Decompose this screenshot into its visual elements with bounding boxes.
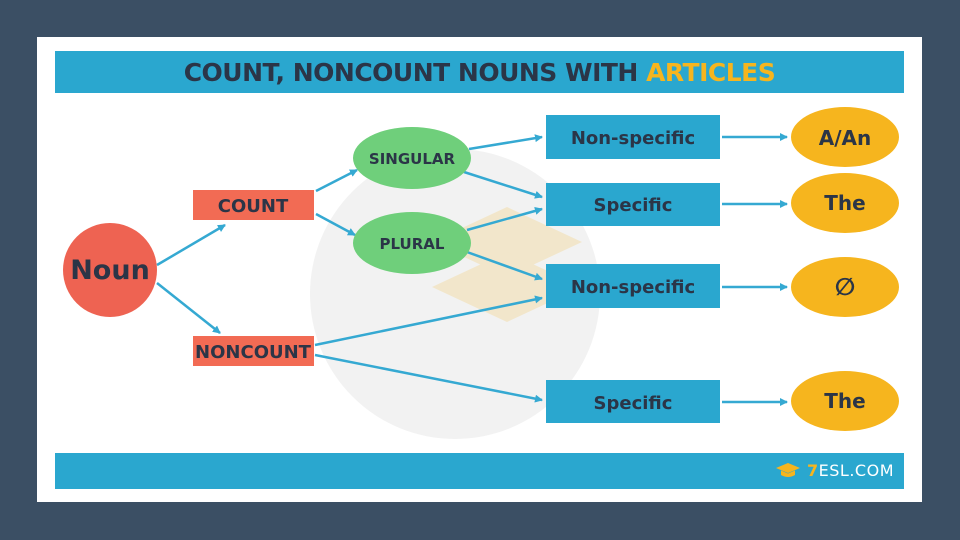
infographic-card: COUNT, NONCOUNT NOUNS WITH ARTICLES bbox=[37, 37, 922, 502]
nonspecific-label-2: Non-specific bbox=[571, 277, 695, 298]
specific-box-2: Specific bbox=[546, 380, 720, 423]
arrow-plural-specific bbox=[466, 207, 543, 232]
brand-text: ESL.COM bbox=[818, 461, 894, 480]
graduation-cap-icon bbox=[776, 462, 801, 477]
arrow-noncount-specific bbox=[314, 353, 543, 403]
noun-label: Noun bbox=[70, 255, 150, 286]
article-node-2: The bbox=[791, 173, 899, 233]
article-label-2: The bbox=[824, 191, 865, 215]
nonspecific-box-1: Non-specific bbox=[546, 115, 720, 159]
brand-logo[interactable]: 7ESL.COM bbox=[775, 461, 894, 480]
noun-article-diagram: Noun COUNT NONCOUNT SINGULAR PLURAL Non-… bbox=[63, 107, 899, 439]
arrow-noncount-nonspecific bbox=[314, 295, 543, 347]
specific-label-1: Specific bbox=[594, 195, 673, 216]
noncount-node: NONCOUNT bbox=[193, 336, 314, 366]
brand-mark: 7 bbox=[807, 461, 819, 480]
specific-label-2: Specific bbox=[594, 393, 673, 414]
article-node-3: ∅ bbox=[791, 257, 899, 317]
singular-label: SINGULAR bbox=[369, 150, 456, 168]
connectors bbox=[156, 133, 788, 406]
article-node-1: A/An bbox=[791, 107, 899, 167]
arrow-count-singular bbox=[315, 168, 358, 193]
footer-bar: 7ESL.COM bbox=[55, 453, 904, 489]
arrow-noun-noncount bbox=[156, 282, 221, 334]
page-title: COUNT, NONCOUNT NOUNS WITH ARTICLES bbox=[184, 58, 776, 87]
article-label-1: A/An bbox=[819, 126, 872, 150]
arrow-count-plural bbox=[315, 212, 356, 237]
noun-node: Noun bbox=[63, 223, 157, 317]
arrow-singular-specific bbox=[463, 170, 543, 199]
singular-node: SINGULAR bbox=[353, 127, 471, 189]
arrow-plural-nonspecific bbox=[466, 250, 543, 281]
plural-label: PLURAL bbox=[380, 235, 445, 253]
title-accent: ARTICLES bbox=[646, 57, 776, 87]
article-label-4: The bbox=[824, 389, 865, 413]
arrow-noun-count bbox=[156, 223, 226, 267]
nonspecific-label-1: Non-specific bbox=[571, 128, 695, 149]
article-node-4: The bbox=[791, 371, 899, 431]
arrow-singular-nonspecific bbox=[468, 134, 543, 151]
title-bar: COUNT, NONCOUNT NOUNS WITH ARTICLES bbox=[55, 51, 904, 93]
count-node: COUNT bbox=[193, 190, 314, 220]
count-label: COUNT bbox=[218, 196, 289, 217]
nonspecific-box-2: Non-specific bbox=[546, 264, 720, 308]
watermark-logo-shape bbox=[432, 207, 582, 322]
plural-node: PLURAL bbox=[353, 212, 471, 274]
title-main: COUNT, NONCOUNT NOUNS WITH bbox=[183, 57, 639, 87]
noncount-label: NONCOUNT bbox=[195, 342, 312, 363]
specific-box-1: Specific bbox=[546, 183, 720, 226]
article-label-3: ∅ bbox=[835, 273, 856, 301]
